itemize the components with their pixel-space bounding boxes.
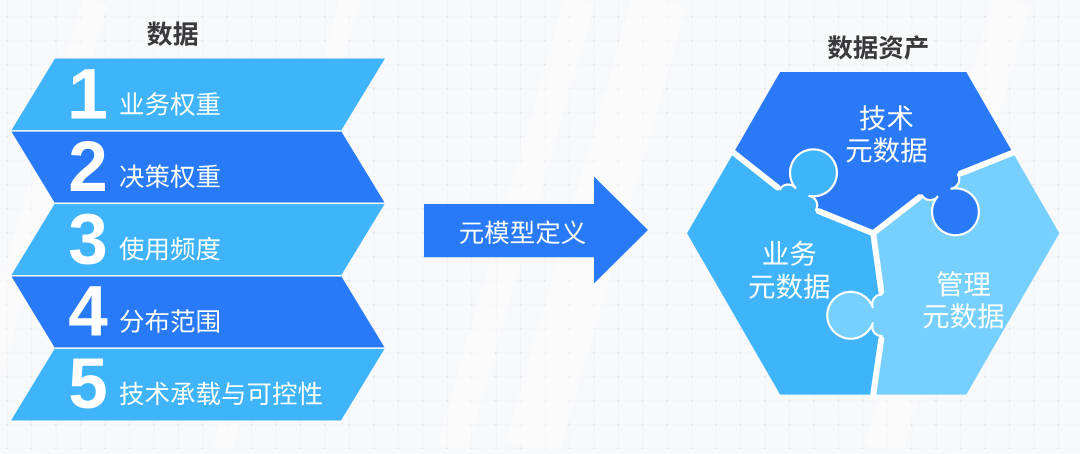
- svg-text:4: 4: [68, 273, 108, 352]
- svg-text:3: 3: [68, 200, 108, 279]
- svg-text:2: 2: [68, 128, 108, 207]
- svg-text:1: 1: [68, 56, 108, 135]
- svg-text:5: 5: [68, 345, 108, 424]
